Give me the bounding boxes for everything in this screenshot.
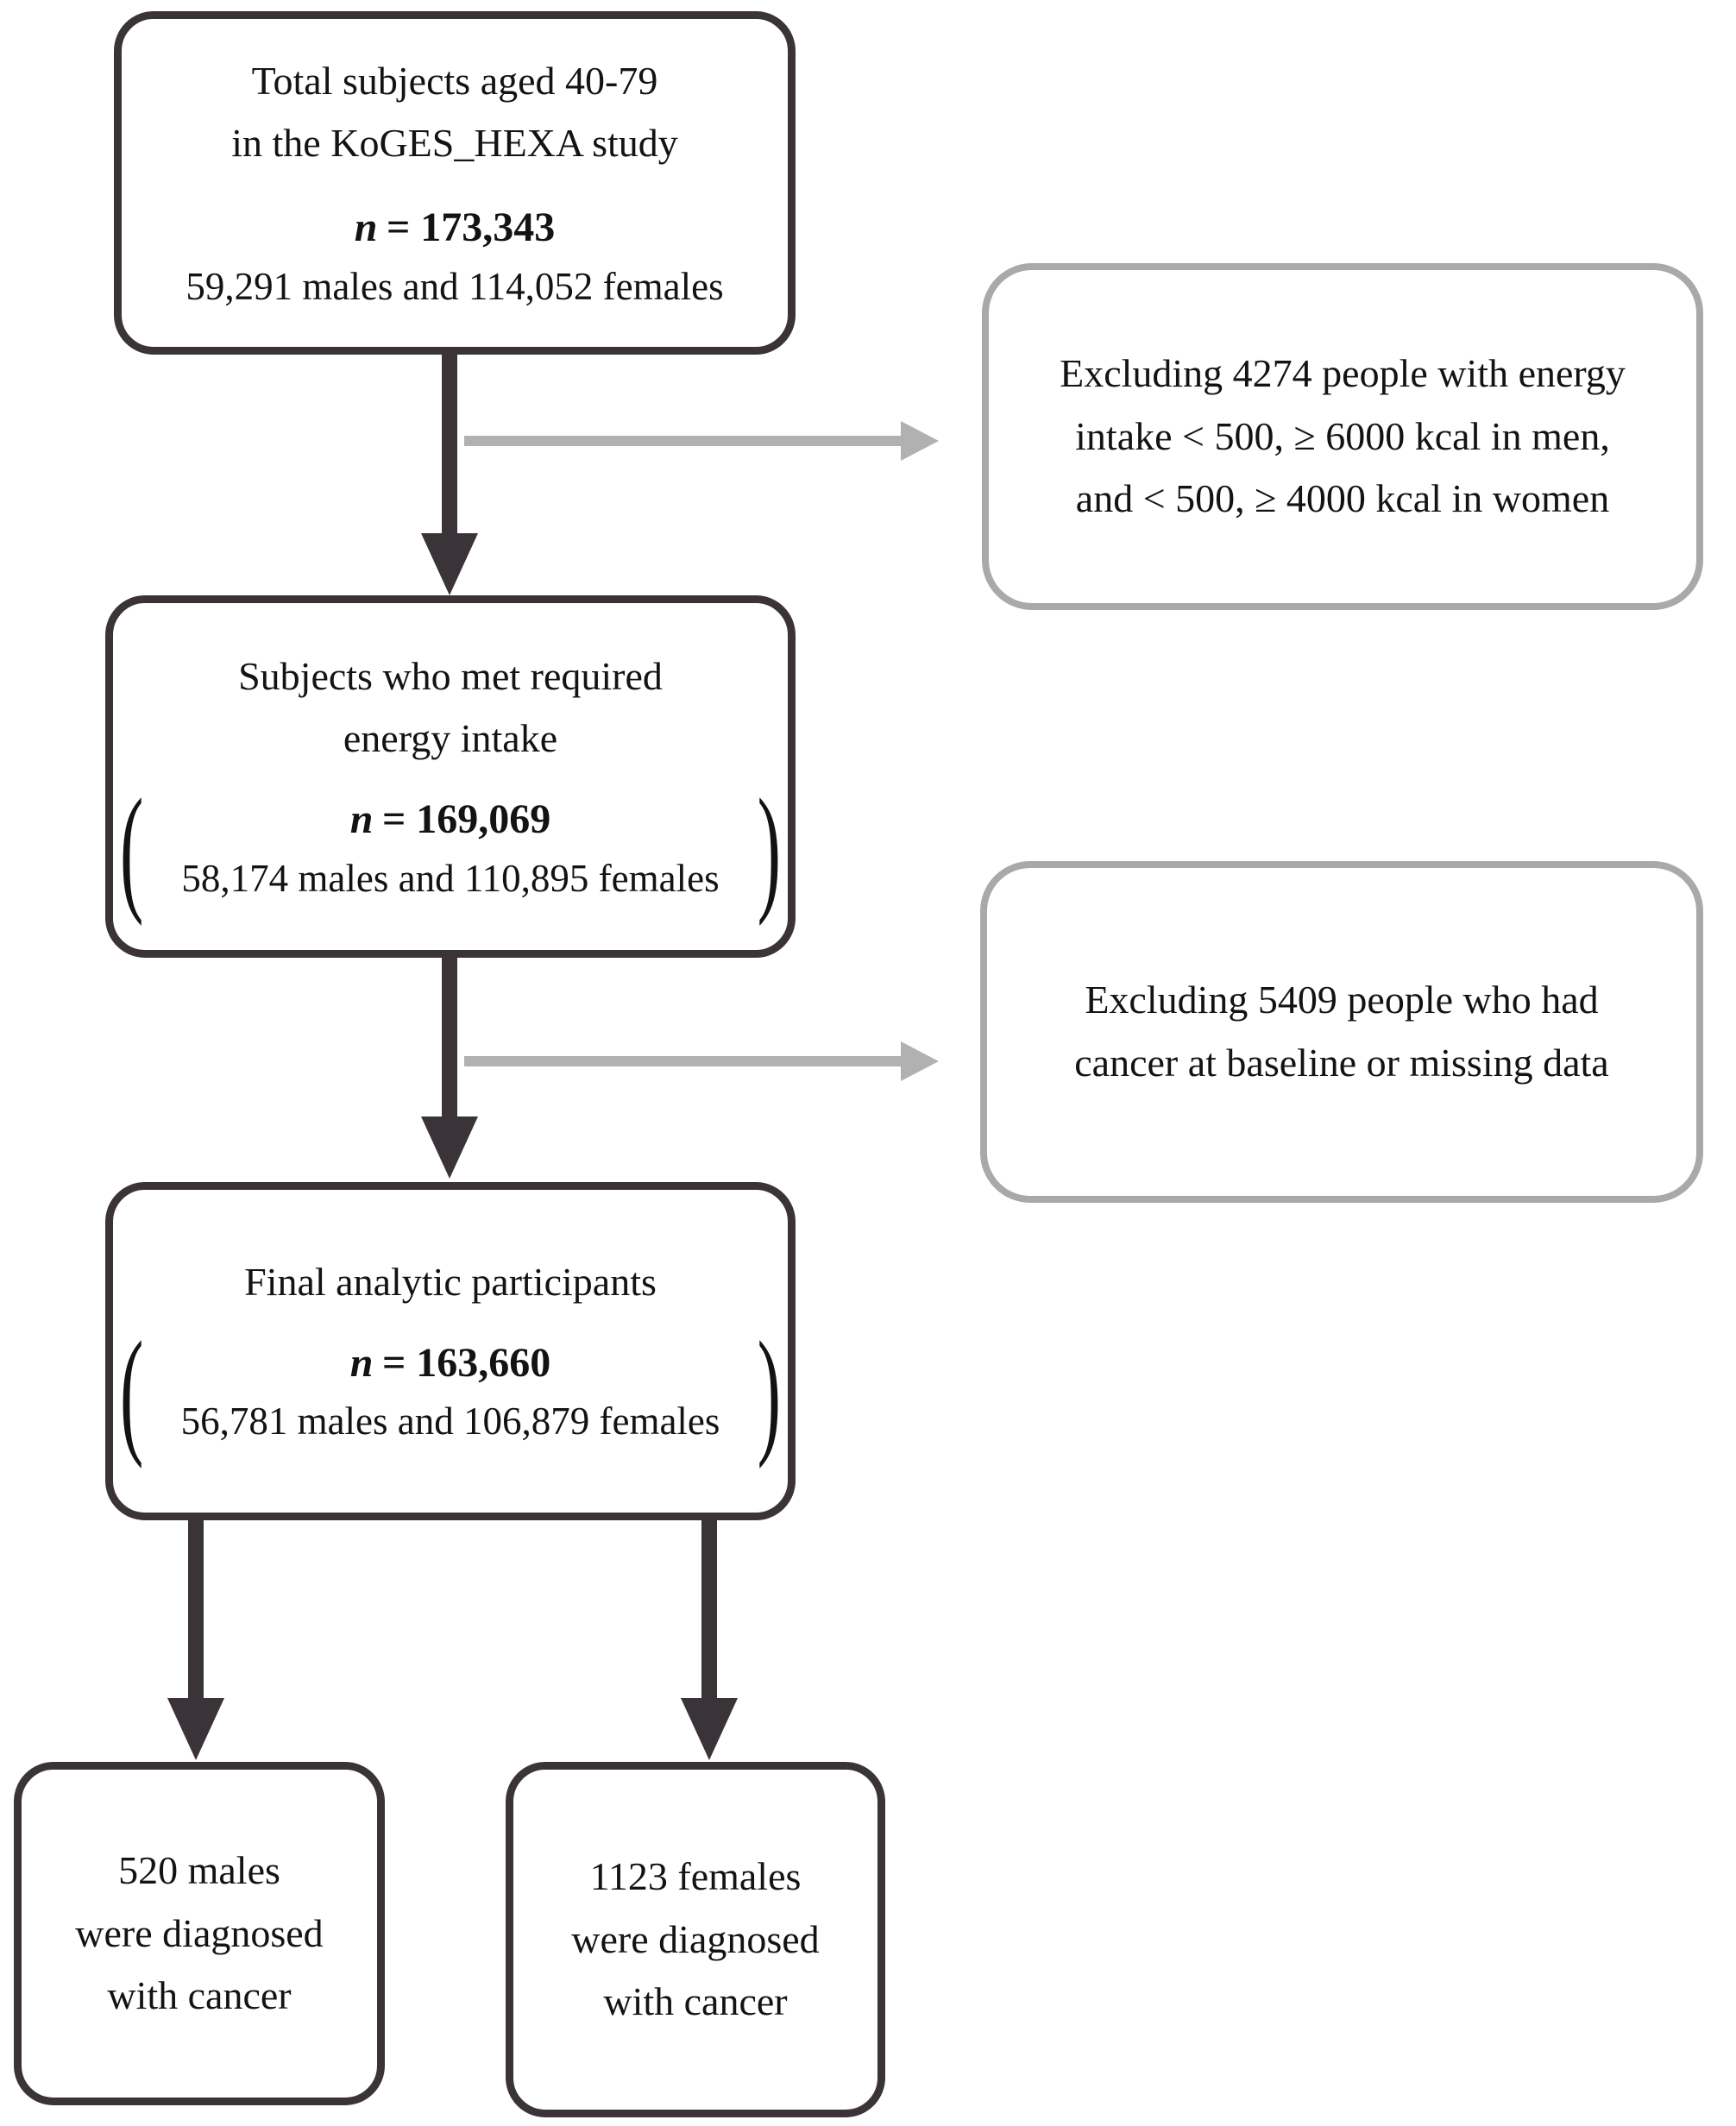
flow-box-males-cancer: 520 males were diagnosed with cancer [14, 1762, 385, 2105]
sex-breakdown: 59,291 males and 114,052 females [186, 264, 724, 308]
n-symbol: n [354, 204, 378, 251]
outcome-text-line: were diagnosed [571, 1916, 820, 1961]
box-title-line: Subjects who met required [238, 653, 663, 698]
exclusion-arrow-2-icon [901, 1041, 939, 1081]
exclusion-text-line: cancer at baseline or missing data [1074, 1041, 1609, 1085]
down-arrow-females-icon [681, 1698, 738, 1760]
n-value: = 169,069 [381, 796, 551, 843]
n-value: = 163,660 [381, 1339, 551, 1386]
exclusion-text-line: Excluding 4274 people with energy [1060, 350, 1626, 395]
exclusion-arrow-1-stem [464, 436, 903, 446]
paren-close: ) [757, 769, 781, 927]
box-title-line: Total subjects aged 40-79 [251, 58, 658, 103]
down-arrow-1-icon [421, 533, 478, 595]
parenthetical-group: ( n= 163,660 56,781 males and 106,879 fe… [120, 1320, 781, 1462]
exclusion-text-line: intake < 500, ≥ 6000 kcal in men, [1075, 413, 1610, 458]
exclusion-text-line: and < 500, ≥ 4000 kcal in women [1075, 476, 1610, 521]
down-arrow-1-stem [442, 353, 457, 536]
down-arrow-females-stem [701, 1517, 717, 1701]
exclusion-text-line: Excluding 5409 people who had [1085, 978, 1599, 1022]
exclusion-arrow-2-stem [464, 1056, 903, 1066]
sex-breakdown: 58,174 males and 110,895 females [181, 856, 720, 900]
down-arrow-2-icon [421, 1116, 478, 1179]
down-arrow-males-stem [188, 1517, 204, 1701]
flow-box-final-participants: Final analytic participants ( n= 163,660… [105, 1182, 796, 1520]
n-symbol: n [349, 796, 374, 843]
exclusion-arrow-1-icon [901, 421, 939, 461]
flow-box-energy-intake: Subjects who met required energy intake … [105, 595, 796, 958]
exclusion-box-baseline-cancer: Excluding 5409 people who had cancer at … [980, 861, 1703, 1203]
paren-open: ( [120, 769, 144, 927]
box-title-line: energy intake [343, 716, 558, 761]
flow-box-females-cancer: 1123 females were diagnosed with cancer [506, 1762, 885, 2117]
flow-box-total-subjects: Total subjects aged 40-79 in the KoGES_H… [114, 11, 796, 355]
outcome-text-line: with cancer [107, 1973, 292, 2018]
exclusion-box-energy-intake: Excluding 4274 people with energy intake… [982, 263, 1703, 610]
outcome-text-line: were diagnosed [75, 1910, 324, 1955]
sample-size: n= 173,343 [355, 198, 556, 258]
paren-close: ) [757, 1312, 781, 1470]
paren-open: ( [120, 1312, 144, 1470]
sex-breakdown: 56,781 males and 106,879 females [180, 1400, 720, 1444]
outcome-text-line: 1123 females [589, 1853, 802, 1898]
sample-size: n= 163,660 [350, 1333, 551, 1393]
down-arrow-males-icon [167, 1698, 224, 1760]
n-symbol: n [349, 1339, 374, 1386]
outcome-text-line: with cancer [603, 1979, 788, 2024]
down-arrow-2-stem [442, 954, 457, 1120]
parenthetical-group: ( n= 169,069 58,174 males and 110,895 fe… [120, 777, 781, 919]
box-title-line: Final analytic participants [244, 1260, 657, 1305]
n-value: = 173,343 [386, 204, 556, 251]
box-title-line: in the KoGES_HEXA study [231, 121, 678, 166]
outcome-text-line: 520 males [118, 1847, 280, 1892]
sample-size: n= 169,069 [350, 789, 551, 850]
